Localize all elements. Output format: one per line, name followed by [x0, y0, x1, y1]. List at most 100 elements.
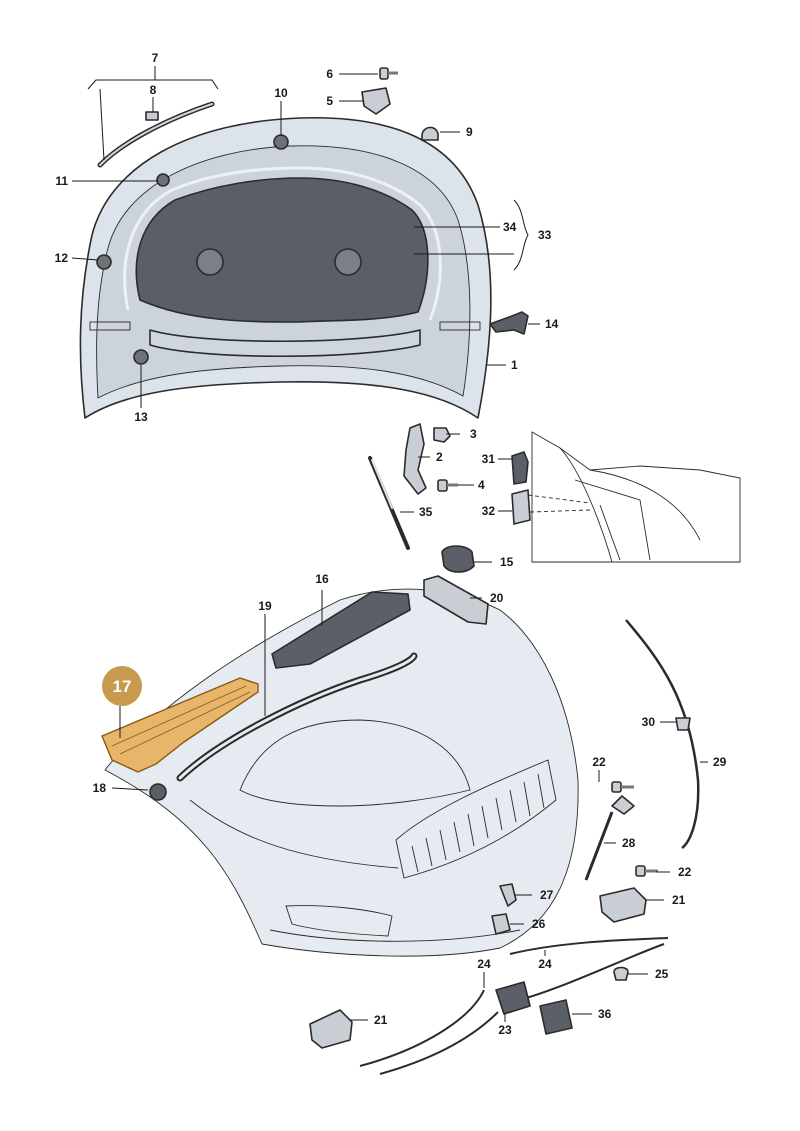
- callout-21-left: 21: [374, 1013, 388, 1027]
- fender-line: [189, 799, 399, 869]
- insulation-pad: [135, 177, 429, 323]
- front-end-panel: [104, 588, 579, 957]
- front-body: [101, 575, 579, 957]
- callout-3: 3: [470, 427, 477, 441]
- bump-stop-11: [156, 173, 170, 187]
- latch-21-right: [599, 887, 647, 923]
- callout-27: 27: [540, 888, 554, 902]
- callout-32: 32: [482, 504, 496, 518]
- leader-lines: [71, 66, 708, 1022]
- buffer-13: [133, 349, 149, 365]
- callout-11: 11: [55, 174, 68, 188]
- callout-22b: 22: [678, 865, 692, 879]
- gas-strut-35-rod: [371, 459, 393, 509]
- hinge-2: [403, 423, 427, 495]
- screw-6: [379, 67, 398, 80]
- callout-25: 25: [655, 967, 669, 981]
- callout-23: 23: [498, 1023, 512, 1037]
- latch-21-left: [309, 1009, 353, 1049]
- cable-24-lower: [359, 989, 485, 1067]
- hinge-parts: [368, 423, 475, 573]
- screw-22a: [611, 781, 634, 793]
- callout-21-right: 21: [672, 893, 686, 907]
- callout-15: 15: [500, 555, 514, 569]
- callout-4: 4: [478, 478, 485, 492]
- seal-34: [123, 166, 442, 321]
- inset-car-body: [531, 431, 741, 563]
- callout-16: 16: [315, 572, 329, 586]
- bracket-28-head: [611, 795, 635, 815]
- cable-lower-2: [379, 1011, 499, 1075]
- callout-24b: 24: [538, 957, 552, 971]
- plug-18: [149, 783, 167, 801]
- leader-7-left: [99, 88, 105, 161]
- callout-30: 30: [642, 715, 656, 729]
- callout-36: 36: [598, 1007, 612, 1021]
- inset-view: [511, 431, 741, 563]
- callout-28: 28: [622, 836, 636, 850]
- callout-19: 19: [258, 599, 272, 613]
- callouts: 7 8 6 5 9 10 11 12 13 14 1 34 33 3 2 4 3…: [55, 51, 727, 1037]
- lower-intake: [285, 905, 393, 937]
- callout-24a: 24: [477, 957, 491, 971]
- callout-10: 10: [274, 86, 288, 100]
- nut-3: [433, 427, 451, 443]
- stay-bracket-14: [489, 311, 529, 335]
- inset-windshield: [559, 447, 701, 563]
- callout-6: 6: [326, 67, 333, 81]
- module-36: [539, 999, 573, 1035]
- hood-latch-striker: [273, 134, 289, 150]
- callout-17-badge: [102, 666, 142, 706]
- engine-bay-opening: [239, 719, 471, 807]
- latch-and-cables: [309, 619, 700, 1075]
- cowl-panel-17-ribs: [111, 685, 251, 755]
- rod-28: [584, 811, 614, 881]
- cable-24-upper: [509, 937, 669, 955]
- callout-5: 5: [326, 94, 333, 108]
- bolt-4: [437, 479, 458, 492]
- hinge-mount-left: [89, 321, 131, 331]
- leader-18: [111, 787, 149, 791]
- callout-13: 13: [134, 410, 148, 424]
- inset-dash-2: [529, 509, 591, 513]
- grille-frame: [395, 759, 557, 879]
- pin-27: [499, 883, 517, 907]
- clip-30: [675, 717, 691, 731]
- callout-31: 31: [482, 452, 496, 466]
- inset-dash-1: [527, 494, 591, 504]
- callout-26: 26: [532, 917, 546, 931]
- callout-29: 29: [713, 755, 727, 769]
- cover-32: [511, 489, 531, 525]
- leader-33-brace: [513, 199, 529, 271]
- seal-19-inner: [178, 654, 416, 780]
- bracket-26: [491, 913, 511, 935]
- callout-9: 9: [466, 125, 473, 139]
- buffer-12: [96, 254, 112, 270]
- callout-20: 20: [490, 591, 504, 605]
- screw-22b: [635, 865, 658, 877]
- trim-20: [423, 575, 489, 625]
- holder-15: [441, 545, 475, 573]
- leader-12: [71, 257, 99, 261]
- hood-center-rib: [149, 329, 421, 358]
- actuator-23: [495, 981, 531, 1015]
- callout-33: 33: [538, 228, 552, 242]
- weatherstrip-7-highlight: [99, 103, 213, 166]
- callout-22a: 22: [592, 755, 606, 769]
- callout-18: 18: [93, 781, 107, 795]
- bumper-line: [269, 929, 521, 942]
- bracket-5: [361, 87, 391, 115]
- cable-link-23-25: [511, 943, 665, 1003]
- pad-clip-right: [334, 248, 362, 276]
- callout-8: 8: [150, 83, 157, 97]
- plenum-cover-16: [271, 591, 411, 669]
- grille-bars: [411, 773, 545, 873]
- hinge-mount-right: [439, 321, 481, 331]
- clip-8: [145, 111, 159, 121]
- callout-17: 17: [113, 677, 132, 696]
- grommet-25: [613, 966, 629, 981]
- cap-9: [421, 126, 439, 141]
- callout-35: 35: [419, 505, 433, 519]
- cable-29: [625, 619, 700, 849]
